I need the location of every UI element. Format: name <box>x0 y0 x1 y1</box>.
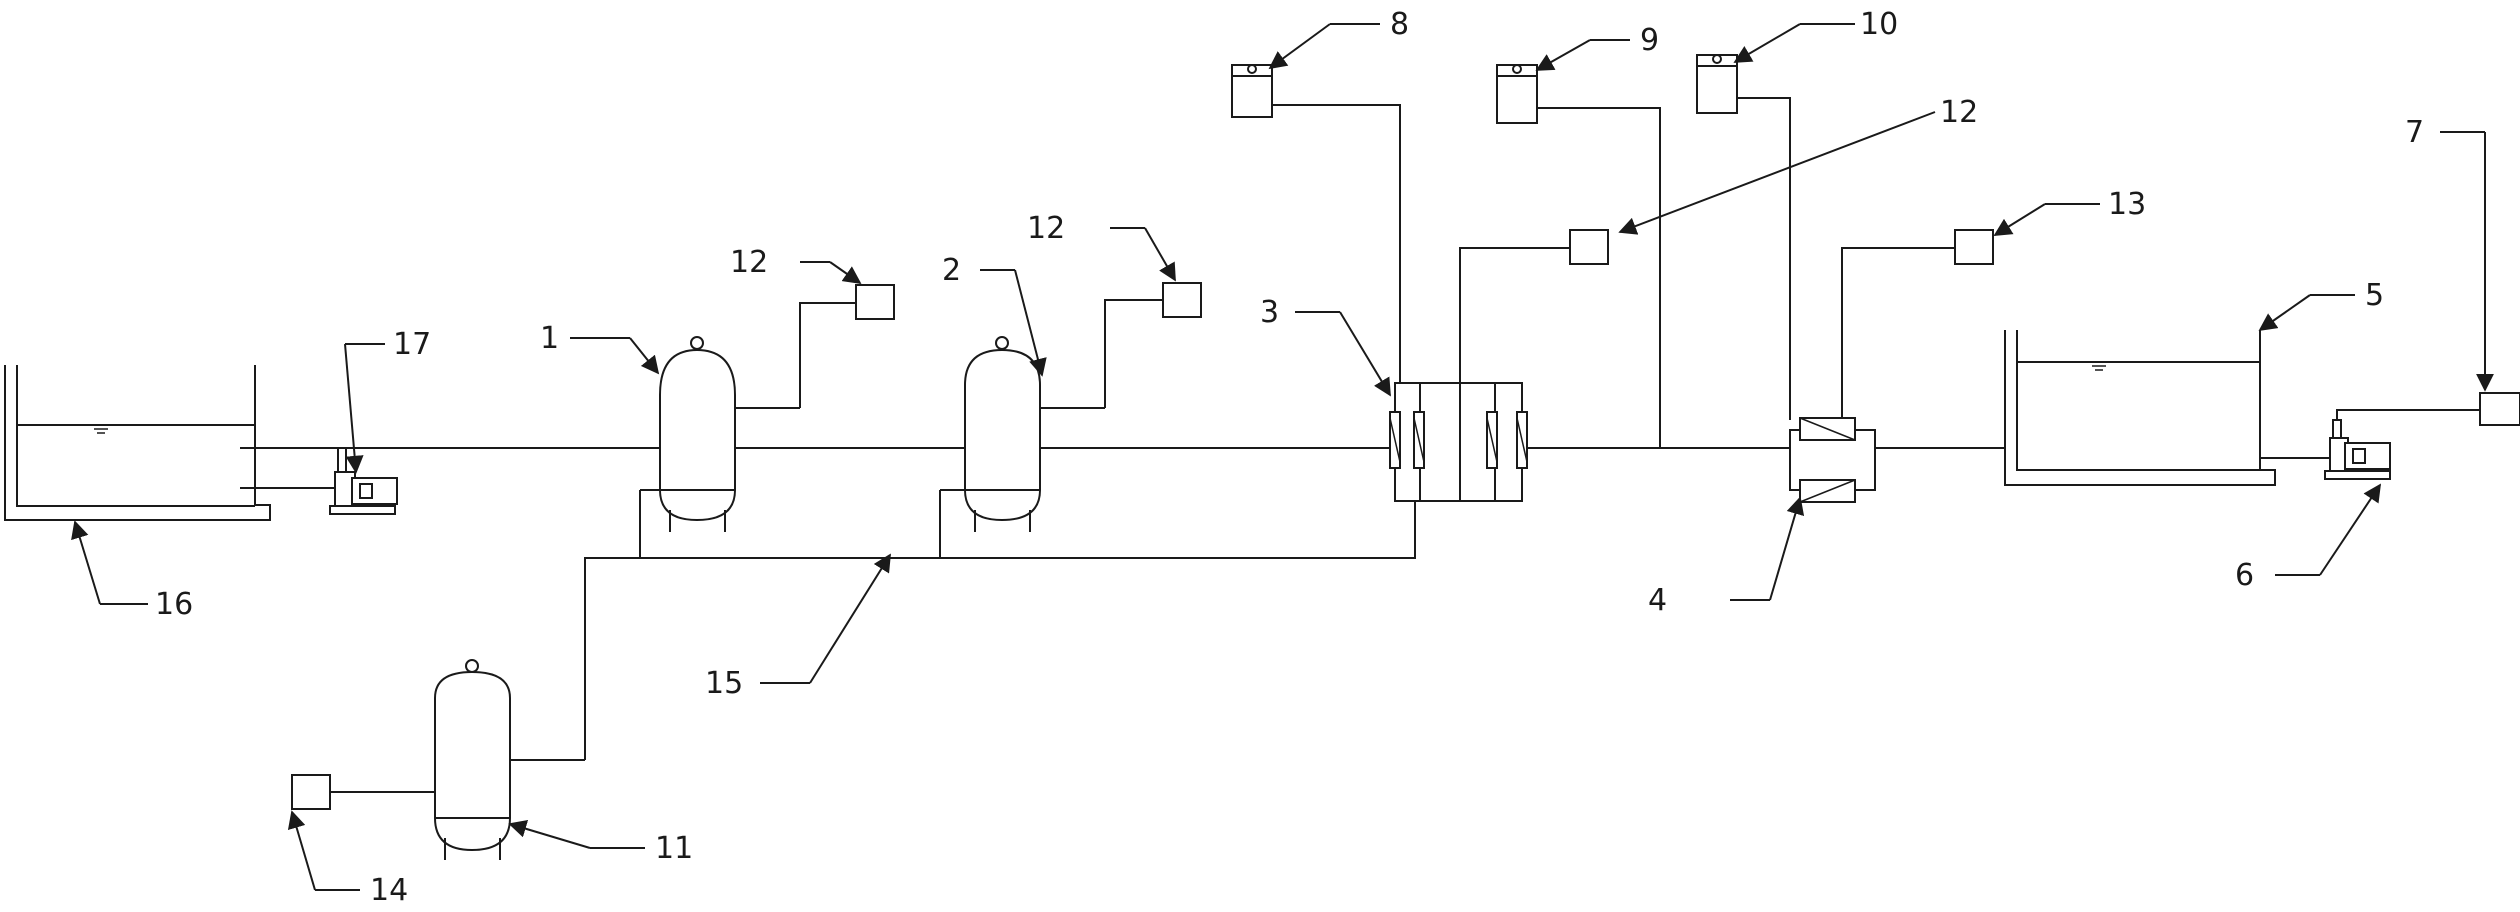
dosing-tank-10 <box>1696 54 1738 114</box>
mixer-signal-line <box>1841 247 1955 418</box>
label-11: 11 <box>655 831 693 866</box>
label-3: 3 <box>1260 295 1279 330</box>
label-10: 10 <box>1860 7 1898 42</box>
label-12-membrane: 12 <box>1940 95 1978 130</box>
vessel2-signal-line-2 <box>1104 299 1163 408</box>
vessel1-signal-line-2 <box>799 302 856 408</box>
filter-vessel-1 <box>659 336 736 532</box>
dosing-line-9 <box>1537 107 1661 448</box>
mixer-unit <box>1789 417 1876 503</box>
dosing-tank-9 <box>1496 64 1538 124</box>
vessel1-analyzer-box <box>855 284 895 320</box>
product-pump <box>2324 419 2391 480</box>
label-12-vessel2: 12 <box>1027 211 1065 246</box>
dosing-line-8 <box>1272 104 1401 383</box>
backwash-vessel <box>434 659 511 860</box>
label-9: 9 <box>1640 23 1659 58</box>
label-8: 8 <box>1390 7 1409 42</box>
membrane-signal-line <box>1459 247 1570 383</box>
label-17: 17 <box>393 327 431 362</box>
label-13: 13 <box>2108 187 2146 222</box>
membrane-unit <box>1389 382 1528 502</box>
component-labels: 1 2 3 4 5 6 7 8 9 10 11 12 12 12 13 14 1… <box>155 7 2424 908</box>
membrane-analyzer-box <box>1569 229 1609 265</box>
backwash-analyzer-box <box>291 774 331 810</box>
mixer-analyzer-box <box>1954 229 1994 265</box>
dosing-line-10 <box>1737 97 1791 420</box>
filter-vessel-2 <box>964 336 1041 532</box>
label-5: 5 <box>2365 278 2384 313</box>
label-16: 16 <box>155 587 193 622</box>
product-analyzer-box <box>2479 392 2520 426</box>
product-water-tank <box>2004 330 2276 486</box>
label-6: 6 <box>2235 558 2254 593</box>
label-2: 2 <box>942 253 961 288</box>
label-7: 7 <box>2405 115 2424 150</box>
label-1: 1 <box>540 321 559 356</box>
label-15: 15 <box>705 666 743 701</box>
label-4: 4 <box>1648 583 1667 618</box>
dosing-tank-8 <box>1231 64 1273 118</box>
vessel2-analyzer-box <box>1162 282 1202 318</box>
raw-water-pump <box>329 447 398 515</box>
leader-lines <box>71 23 2494 891</box>
product-pump-signal-line <box>2336 409 2480 420</box>
backwash-line <box>510 489 1416 761</box>
label-12-vessel1: 12 <box>730 245 768 280</box>
label-14: 14 <box>370 873 408 908</box>
raw-water-tank <box>4 365 271 521</box>
